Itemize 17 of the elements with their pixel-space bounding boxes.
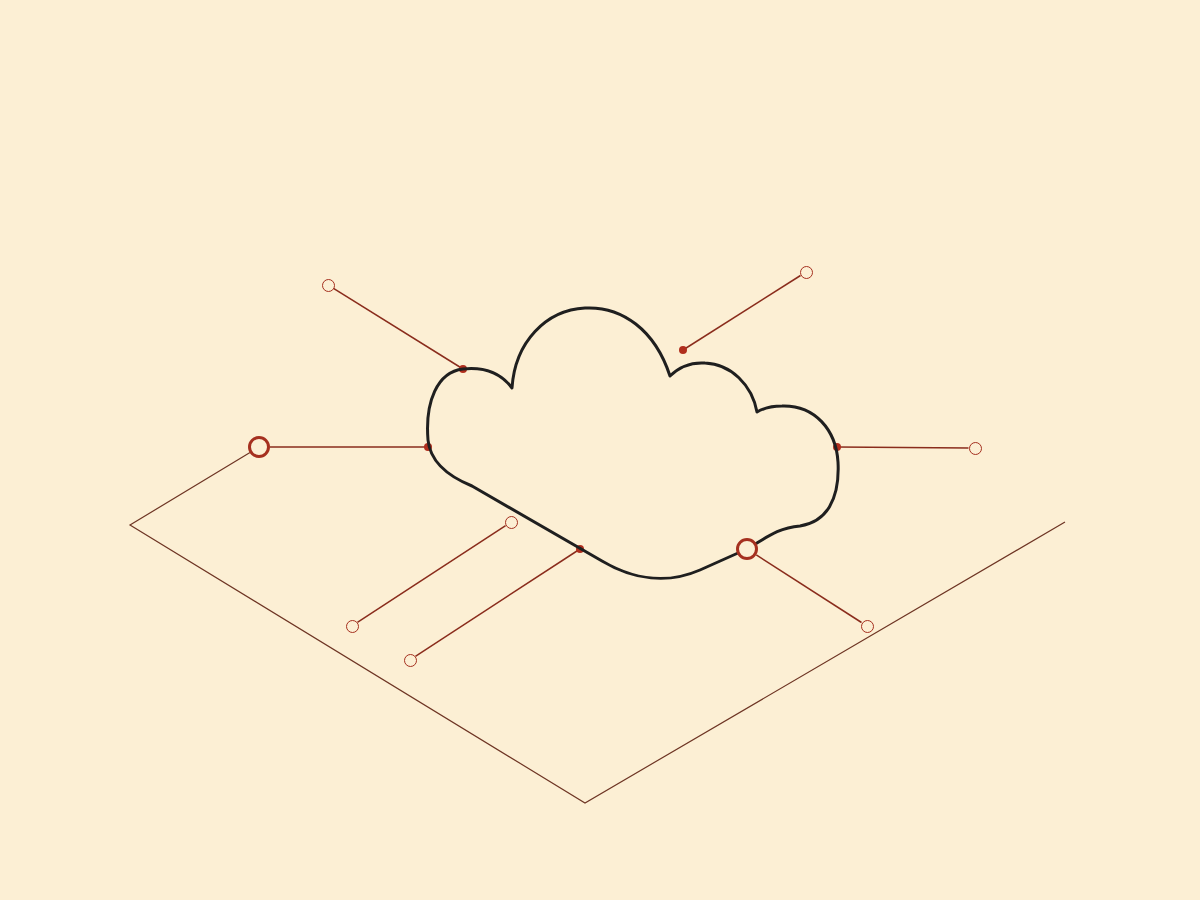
connector-line xyxy=(332,287,467,373)
connector-line xyxy=(755,554,863,624)
endpoint-circle xyxy=(403,653,417,667)
port-ring xyxy=(736,538,758,560)
endpoint-circle xyxy=(504,515,518,529)
endpoint-circle xyxy=(860,619,874,633)
connector-line xyxy=(269,443,432,451)
cloud-shape xyxy=(425,305,841,583)
port-ring xyxy=(248,436,270,458)
connector-line xyxy=(356,524,507,624)
connector-line xyxy=(679,274,802,354)
connector-line xyxy=(833,443,970,451)
endpoint-circle xyxy=(321,278,335,292)
connector-line xyxy=(414,545,584,658)
endpoint-circle xyxy=(799,265,813,279)
endpoint-circle xyxy=(345,619,359,633)
endpoint-circle xyxy=(968,441,982,455)
